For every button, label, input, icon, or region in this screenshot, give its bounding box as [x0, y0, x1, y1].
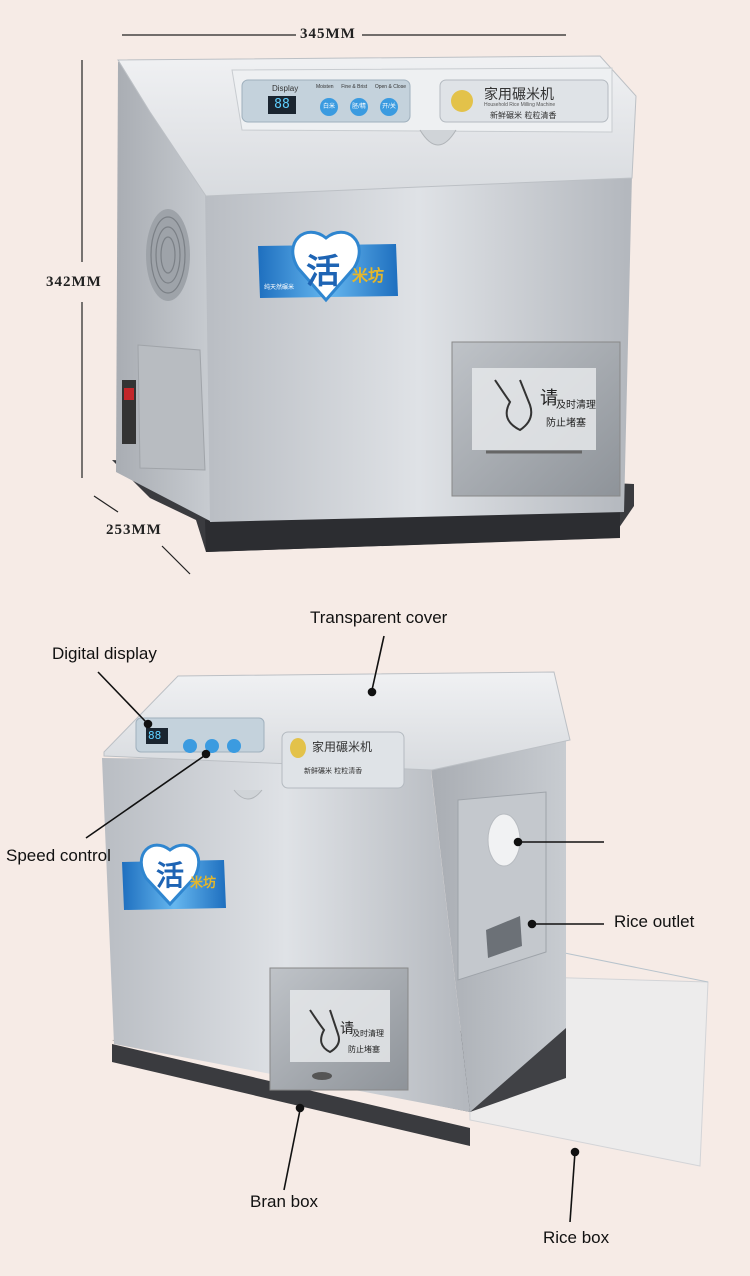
height-label: 342MM [46, 274, 102, 290]
panel-button-white-rice[interactable]: 白米 [320, 98, 338, 116]
bottom-brand-main: 活 [156, 859, 185, 892]
product-title: 家用碾米机 [484, 87, 554, 103]
callout-rice-outlet: Rice outlet [614, 912, 695, 931]
callout-transparent-cover: Transparent cover [310, 608, 448, 627]
panel-button-fine[interactable]: 胚/精 [350, 98, 368, 116]
depth-dimension-line [93, 495, 191, 575]
bottom-product-slogan: 新鲜碾米 粒粒清香 [304, 767, 363, 775]
product-slogan: 新鲜碾米 粒粒清香 [490, 111, 557, 120]
bottom-brand-secondary: 米坊 [190, 876, 217, 891]
top-machine [112, 55, 637, 552]
width-label: 345MM [300, 26, 356, 42]
fine-brist-label: Fine & Brist [341, 84, 368, 90]
bottom-window-note-big: 请 [340, 1021, 354, 1037]
callout-rice-box: Rice box [543, 1228, 610, 1247]
panel-digital-display: 88 [268, 96, 296, 114]
callout-speed-control: Speed control [6, 846, 111, 865]
window-note-line2: 防止堵塞 [546, 418, 586, 429]
bottom-window-note-line2: 防止堵塞 [348, 1045, 380, 1054]
bottom-product-title: 家用碾米机 [312, 740, 373, 754]
window-note-big: 请 [540, 388, 558, 409]
bottom-window-note-line1: 及时清理 [352, 1029, 384, 1038]
brand-tag: 纯天然碾米 [264, 284, 295, 291]
callout-lines [85, 635, 604, 1223]
brand-secondary: 米坊 [352, 266, 385, 285]
product-subtitle: Household Rice Milling Machine [484, 102, 556, 108]
panel-display-title: Display [272, 84, 299, 93]
panel-button-group-labels: Moisten Fine & Brist Open & Close [316, 84, 406, 90]
callout-bran-box: Bran box [250, 1192, 319, 1211]
open-close-label: Open & Close [374, 84, 406, 90]
depth-label: 253MM [106, 522, 162, 538]
bottom-panel-digits: 88 [148, 729, 162, 742]
brand-main: 活 [306, 252, 340, 292]
callout-digital-display: Digital display [52, 644, 157, 663]
bottom-machine [102, 671, 709, 1167]
moisten-label: Moisten [316, 84, 334, 90]
window-note-line1: 及时清理 [556, 400, 596, 411]
panel-button-power[interactable]: 开/关 [380, 98, 398, 116]
